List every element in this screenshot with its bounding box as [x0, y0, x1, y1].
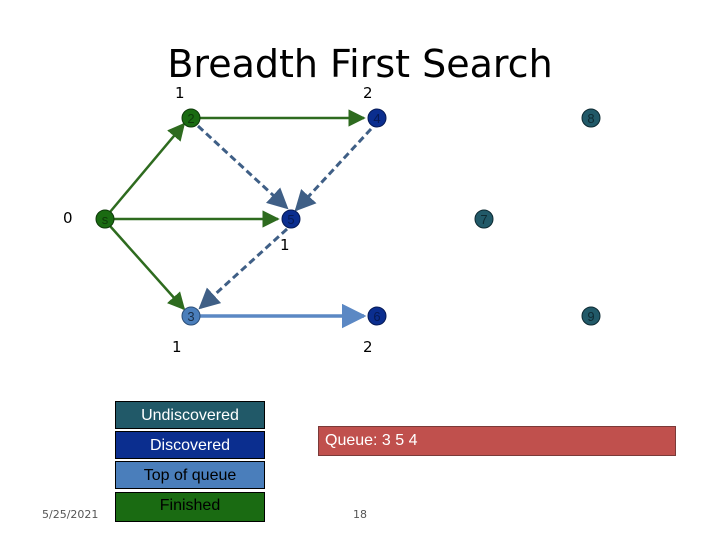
queue-box: Queue: 3 5 4 [318, 426, 676, 456]
svg-text:7: 7 [480, 212, 487, 227]
edge-s-3 [109, 225, 186, 311]
node-3: 3 [181, 306, 201, 326]
node-8: 8 [581, 108, 601, 128]
svg-text:2: 2 [187, 111, 194, 126]
legend-undiscovered: Undiscovered [115, 401, 265, 429]
legend-top-of-queue: Top of queue [115, 461, 265, 489]
edge-4-5 [294, 127, 373, 212]
page-number: 18 [353, 508, 367, 521]
node-7: 7 [474, 209, 494, 229]
distance-2: 1 [175, 84, 185, 102]
slide-title: Breadth First Search [167, 42, 553, 86]
node-2: 2 [181, 108, 201, 128]
node-9: 9 [581, 306, 601, 326]
legend-discovered: Discovered [115, 431, 265, 459]
node-6: 6 [367, 306, 387, 326]
svg-text:s: s [102, 212, 109, 227]
svg-text:3: 3 [187, 309, 194, 324]
edge-2-5 [196, 124, 289, 210]
node-4: 4 [367, 108, 387, 128]
node-5: 5 [281, 209, 301, 229]
svg-text:5: 5 [287, 212, 294, 227]
distance-4: 2 [363, 84, 373, 102]
svg-text:8: 8 [587, 111, 594, 126]
distance-3: 1 [172, 338, 182, 356]
legend-finished: Finished [115, 492, 265, 522]
distance-6: 2 [363, 338, 373, 356]
distance-5: 1 [280, 236, 290, 254]
node-s: s [95, 209, 115, 229]
edge-s-2 [109, 122, 186, 213]
svg-text:9: 9 [587, 309, 594, 324]
edge-5-3 [198, 227, 289, 310]
footer-date: 5/25/2021 [42, 508, 99, 521]
svg-text:4: 4 [373, 111, 380, 126]
distance-s: 0 [63, 209, 73, 227]
svg-text:6: 6 [373, 309, 380, 324]
